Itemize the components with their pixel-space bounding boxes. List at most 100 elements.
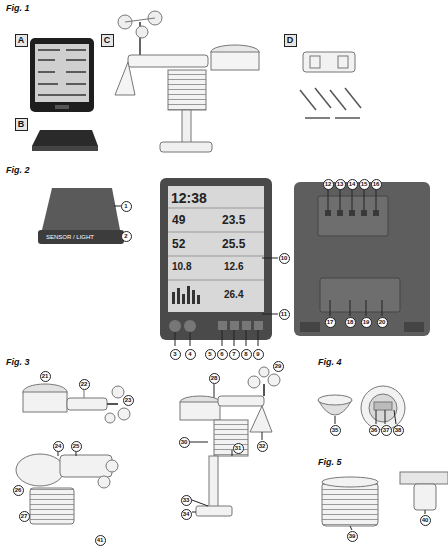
callout-text: 14 xyxy=(349,181,356,187)
stand-view xyxy=(38,188,124,244)
callout-text: 35 xyxy=(332,427,339,433)
callout-text: 5 xyxy=(208,351,211,357)
callout-text: 15 xyxy=(361,181,368,187)
callout-text: 3 xyxy=(173,351,176,357)
callout-text: 32 xyxy=(259,443,266,449)
sensor-underside xyxy=(16,452,118,524)
figure-label: Fig. 3 xyxy=(6,358,30,367)
callout-text: 7 xyxy=(232,351,235,357)
display-reading: 52 xyxy=(172,238,185,250)
figure-letter-box: C xyxy=(101,34,114,47)
callout-text: 8 xyxy=(244,351,247,357)
callout-number: 4 xyxy=(185,349,196,360)
callout-text: 2 xyxy=(124,233,127,239)
callout-number: 1 xyxy=(121,201,132,212)
callout-text: 30 xyxy=(181,439,188,445)
callout-number: 10 xyxy=(279,253,290,264)
callout-text: 25 xyxy=(73,443,80,449)
display-reading: 25.5 xyxy=(222,238,245,250)
display-reading: 49 xyxy=(172,214,185,226)
callout-number: 2 xyxy=(121,231,132,242)
figure-label: Fig. 1 xyxy=(6,4,30,13)
callout-text: 4 xyxy=(188,351,191,357)
display-console xyxy=(30,38,94,112)
callout-number: 33 xyxy=(181,495,192,506)
sensor-side xyxy=(23,384,130,423)
callout-text: 16 xyxy=(373,181,380,187)
figure-letter: D xyxy=(287,36,294,45)
callout-text: 27 xyxy=(21,513,28,519)
callout-number: 23 xyxy=(123,395,134,406)
callout-number: 9 xyxy=(253,349,264,360)
figure-label: Fig. 5 xyxy=(318,458,342,467)
mounting-kit xyxy=(300,52,361,118)
callout-text: 37 xyxy=(383,427,390,433)
callout-number: 39 xyxy=(347,531,358,542)
callout-number: 30 xyxy=(179,437,190,448)
callout-number: 34 xyxy=(181,509,192,520)
callout-number: 27 xyxy=(19,511,30,522)
display-reading: 12.6 xyxy=(224,262,243,272)
radiation-shield xyxy=(322,472,448,530)
callout-number: 7 xyxy=(229,349,240,360)
callout-number: 18 xyxy=(345,317,356,328)
callout-text: 21 xyxy=(42,373,49,379)
callout-number: 17 xyxy=(325,317,336,328)
callout-text: 33 xyxy=(183,497,190,503)
callout-number: 11 xyxy=(279,309,290,320)
figure-letter-box: A xyxy=(15,34,28,47)
callout-number: 38 xyxy=(393,425,404,436)
callout-number: 40 xyxy=(420,515,431,526)
callout-number: 22 xyxy=(79,379,90,390)
callout-text: 11 xyxy=(281,311,287,317)
callout-text: 34 xyxy=(183,511,190,517)
console-back xyxy=(294,182,430,336)
callout-number: 14 xyxy=(347,179,358,190)
figure-label: Fig. 2 xyxy=(6,166,30,175)
figure-letter: A xyxy=(18,36,25,45)
callout-number: 13 xyxy=(335,179,346,190)
callout-number: 21 xyxy=(40,371,51,382)
callout-text: 20 xyxy=(379,319,386,325)
callout-text: 6 xyxy=(220,351,223,357)
callout-text: 38 xyxy=(395,427,402,433)
callout-text: 10 xyxy=(281,255,288,261)
callout-number: 19 xyxy=(361,317,372,328)
display-reading: 26.4 xyxy=(224,290,243,300)
callout-text: 40 xyxy=(422,517,429,523)
callout-text: 31 xyxy=(235,445,242,451)
callout-text: 13 xyxy=(337,181,344,187)
callout-text: 28 xyxy=(211,375,218,381)
callout-number: 16 xyxy=(371,179,382,190)
console-front xyxy=(160,178,278,346)
sensor-assembled xyxy=(180,367,280,516)
button-label: SENSOR / LIGHT xyxy=(46,234,94,240)
callout-number: 32 xyxy=(257,441,268,452)
callout-text: 9 xyxy=(256,351,259,357)
callout-text: 19 xyxy=(363,319,370,325)
callout-number: 28 xyxy=(209,373,220,384)
table-stand xyxy=(32,130,98,146)
callout-text: 17 xyxy=(327,319,334,325)
callout-text: 26 xyxy=(15,487,22,493)
display-reading: 12:38 xyxy=(171,191,207,205)
callout-number: 24 xyxy=(53,441,64,452)
figure-letter: B xyxy=(18,120,25,129)
figure-label: Fig. 4 xyxy=(318,358,342,367)
callout-text: 18 xyxy=(347,319,354,325)
callout-text: 36 xyxy=(371,427,378,433)
callout-text: 29 xyxy=(275,363,282,369)
figure-letter-box: D xyxy=(284,34,297,47)
figure-letter: C xyxy=(104,36,111,45)
callout-number: 5 xyxy=(205,349,216,360)
rain-gauge xyxy=(318,386,405,430)
callout-number: 8 xyxy=(241,349,252,360)
callout-text: 22 xyxy=(81,381,88,387)
outdoor-sensor xyxy=(115,11,259,152)
display-reading: 10.8 xyxy=(172,262,191,272)
callout-text: 12 xyxy=(325,181,332,187)
callout-number: 35 xyxy=(330,425,341,436)
callout-number: 29 xyxy=(273,361,284,372)
callout-text: 23 xyxy=(125,397,132,403)
